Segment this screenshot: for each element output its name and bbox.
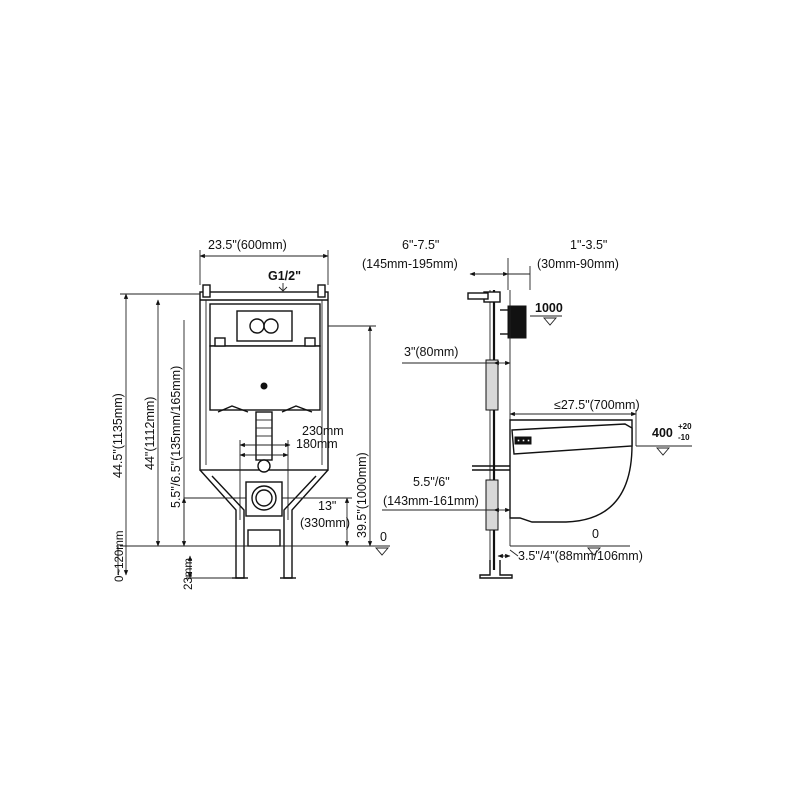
drain-outlet (251, 485, 277, 511)
cistern-body (209, 345, 321, 411)
wall-depth-line2: (145mm-195mm) (362, 257, 458, 271)
pipe-line2: (143mm-161mm) (383, 494, 479, 508)
finish-line1: 1"-3.5" (570, 238, 607, 252)
finish-line2: (30mm-90mm) (537, 257, 619, 271)
outlet-230-label: 230mm (302, 424, 344, 438)
seat-height-label: 400 (652, 426, 673, 440)
flush-button-large (263, 318, 279, 334)
inlet-label: G1/2" (268, 269, 301, 283)
pipe-line1: 5.5"/6" (413, 475, 450, 489)
toilet-seat (511, 423, 633, 455)
tolerance-plus: +20 (678, 422, 692, 431)
outlet-180-label: 180mm (296, 437, 338, 451)
adjust-label: 0~120mm (114, 531, 126, 582)
foot-label: 23mm (183, 558, 195, 590)
cistern-side (485, 359, 499, 411)
tolerance-minus: -10 (678, 433, 690, 442)
total-height-label: 44.5"(1135mm) (111, 393, 125, 478)
frame-height-label: 44"(1112mm) (143, 397, 157, 470)
depth-80-label: 3"(80mm) (404, 345, 458, 359)
drain-height-label: 5.5"/6.5"(135mm/165mm) (169, 366, 183, 508)
button-level-label: 1000 (535, 301, 563, 315)
floor-330-label: (330mm) (300, 516, 350, 530)
wall-depth-line1: 6"-7.5" (402, 238, 439, 252)
side-zero-label: 0 (592, 527, 599, 541)
mount-height-label: 39.5"(1000mm) (355, 452, 369, 538)
front-view: 23.5"(600mm) G1/2" 44.5"(1135mm) 44"(111… (111, 238, 390, 590)
flush-button-side (507, 305, 527, 339)
inlet-fitting (257, 459, 271, 473)
front-zero-label: 0 (380, 530, 387, 544)
side-view: 6"-7.5" (145mm-195mm) 1"-3.5" (30mm-90mm… (362, 238, 692, 579)
floor-13-label: 13" (318, 499, 336, 513)
pipe-diameter-label: 3.5"/4"(88mm/106mm) (518, 549, 643, 563)
bowl-length-label: ≤27.5"(700mm) (554, 398, 640, 412)
width-label: 23.5"(600mm) (208, 238, 287, 252)
